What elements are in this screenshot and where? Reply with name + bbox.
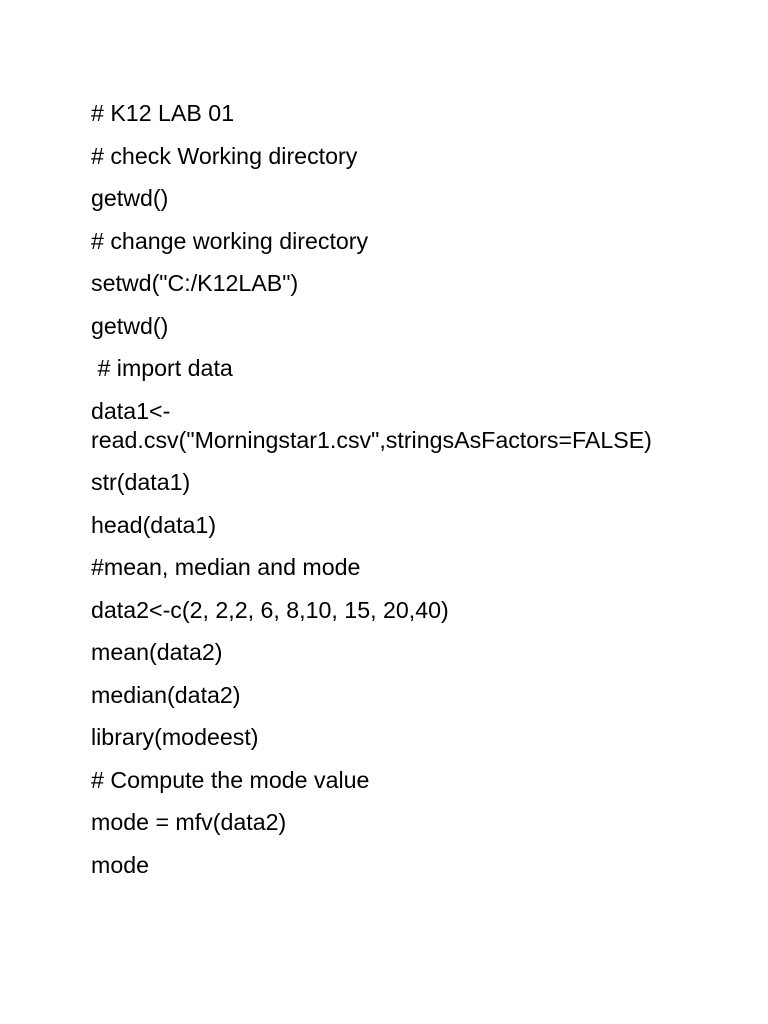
code-line: mean(data2) xyxy=(91,639,223,665)
code-line: setwd("C:/K12LAB") xyxy=(91,270,299,296)
code-line: #mean, median and mode xyxy=(91,554,361,580)
code-line: median(data2) xyxy=(91,681,241,708)
code-line: head(data1) xyxy=(91,511,217,538)
code-line: library(modeest) xyxy=(91,724,259,750)
code-line: mode = mfv(data2) xyxy=(91,809,287,835)
code-line: # Compute the mode value xyxy=(91,766,370,793)
code-line: str(data1) xyxy=(91,469,191,495)
code-line: getwd() xyxy=(91,185,169,211)
code-line: # check Working directory xyxy=(91,142,358,169)
code-line: data2<-c(2, 2,2, 6, 8,10, 15, 20,40) xyxy=(91,596,449,623)
code-line: mode xyxy=(91,851,150,878)
code-line: # import data xyxy=(91,355,233,381)
r-script-code-block: # K12 LAB 01 # check Working directory g… xyxy=(91,99,677,880)
code-line: data1<-read.csv("Morningstar1.csv",strin… xyxy=(91,397,652,453)
code-line: # K12 LAB 01 xyxy=(91,100,235,126)
code-line: # change working directory xyxy=(91,227,369,254)
code-line: getwd() xyxy=(91,312,169,339)
